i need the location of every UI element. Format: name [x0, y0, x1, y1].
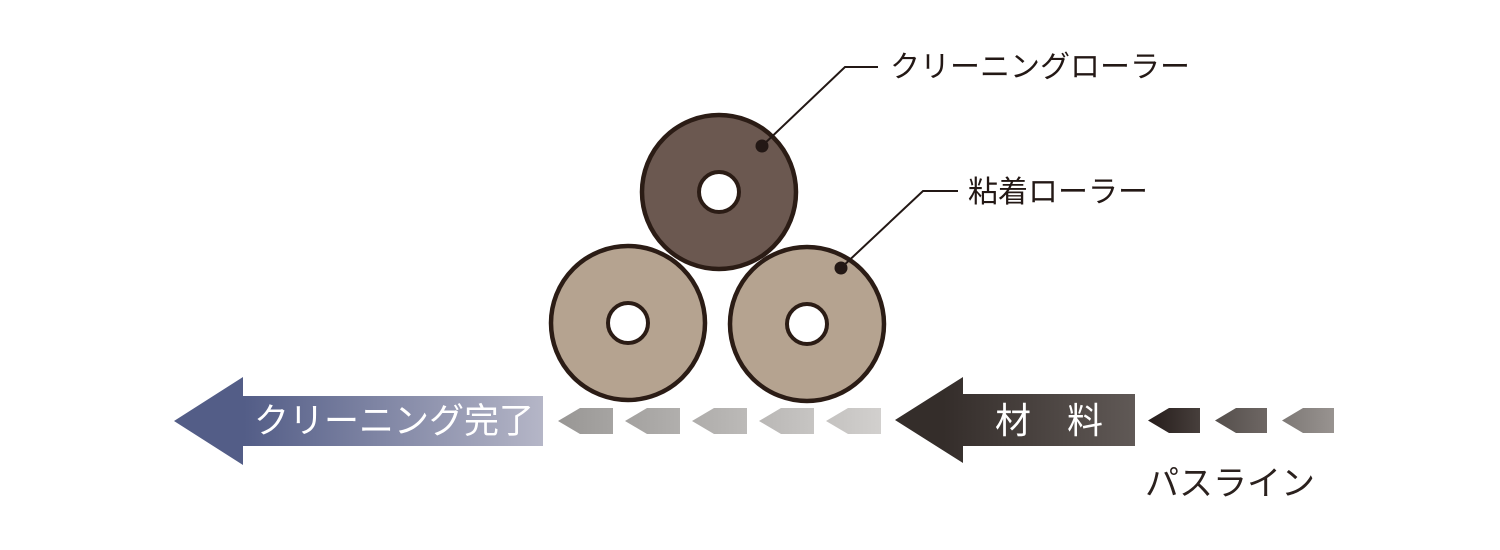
- gray-flow-chevrons: [558, 408, 881, 434]
- adhesive-roller-leader-line: [840, 190, 958, 269]
- cleaning-roller-leader-dot: [755, 139, 769, 153]
- adhesive-roller-left-hole: [606, 301, 650, 345]
- cleaning-roller-label: クリーニングローラー: [890, 51, 1190, 84]
- material-arrow-shape: [895, 377, 1135, 463]
- gray-flow-chevron: [558, 408, 613, 434]
- adhesive-roller-leader-dot: [834, 261, 848, 275]
- cleaning-done-arrow: クリーニング完了: [174, 377, 543, 465]
- gray-flow-chevron: [692, 408, 747, 434]
- dark-flow-chevron: [1215, 408, 1267, 433]
- gray-flow-chevron: [826, 408, 881, 434]
- material-arrow: 材 料: [895, 377, 1135, 463]
- dark-flow-chevrons: [1148, 408, 1334, 433]
- adhesive-roller-callout: 粘着ローラー: [834, 176, 1148, 275]
- gray-flow-chevron: [625, 408, 680, 434]
- passline-label: パスライン: [1145, 465, 1315, 503]
- material-arrow-label: 材 料: [995, 400, 1103, 441]
- cleaning-done-arrow-label: クリーニング完了: [254, 402, 534, 441]
- dark-flow-chevron: [1148, 408, 1200, 433]
- cleaning-roller-callout: クリーニングローラー: [755, 51, 1190, 153]
- adhesive-roller-label: 粘着ローラー: [968, 176, 1148, 209]
- cleaning-done-arrow-shape: [174, 377, 543, 465]
- gray-flow-chevron: [759, 408, 814, 434]
- dark-flow-chevron: [1282, 408, 1334, 433]
- cleaning-roller-hole: [697, 170, 741, 214]
- roller-group: [548, 112, 887, 404]
- adhesive-roller-right-hole: [785, 302, 829, 346]
- cleaning-roller-leader-line: [761, 66, 878, 147]
